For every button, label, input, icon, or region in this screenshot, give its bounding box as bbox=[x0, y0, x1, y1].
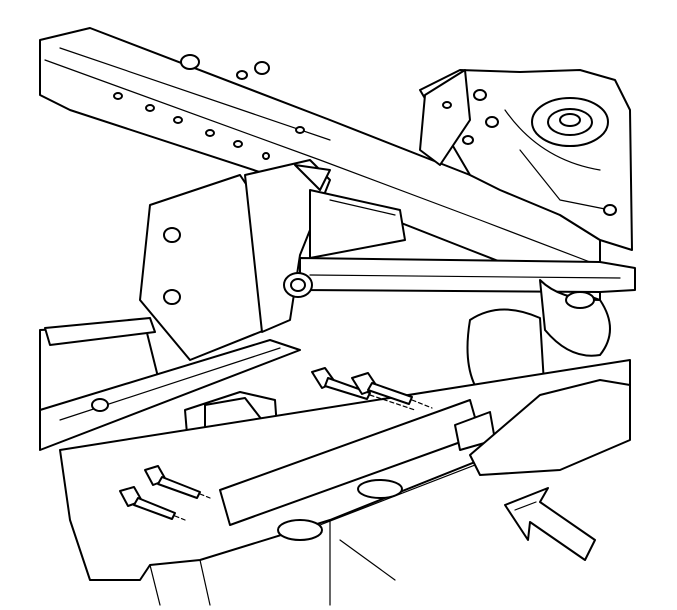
arrow-icon bbox=[504, 487, 596, 561]
bolt-lower-2 bbox=[119, 486, 186, 521]
bolt-upper-1 bbox=[311, 367, 416, 411]
control-arm bbox=[299, 257, 636, 406]
frame-crossmember bbox=[139, 159, 406, 361]
coil-spring-seat bbox=[419, 69, 633, 251]
bolt-lower-1 bbox=[144, 465, 211, 499]
transmission-support-crossmember bbox=[39, 317, 301, 451]
bolts-upper bbox=[311, 367, 433, 411]
bolt-upper-2 bbox=[351, 372, 433, 409]
bolts-lower bbox=[119, 465, 211, 521]
frame-side-rail-lower bbox=[59, 359, 631, 606]
frame-side-rail bbox=[39, 27, 601, 301]
